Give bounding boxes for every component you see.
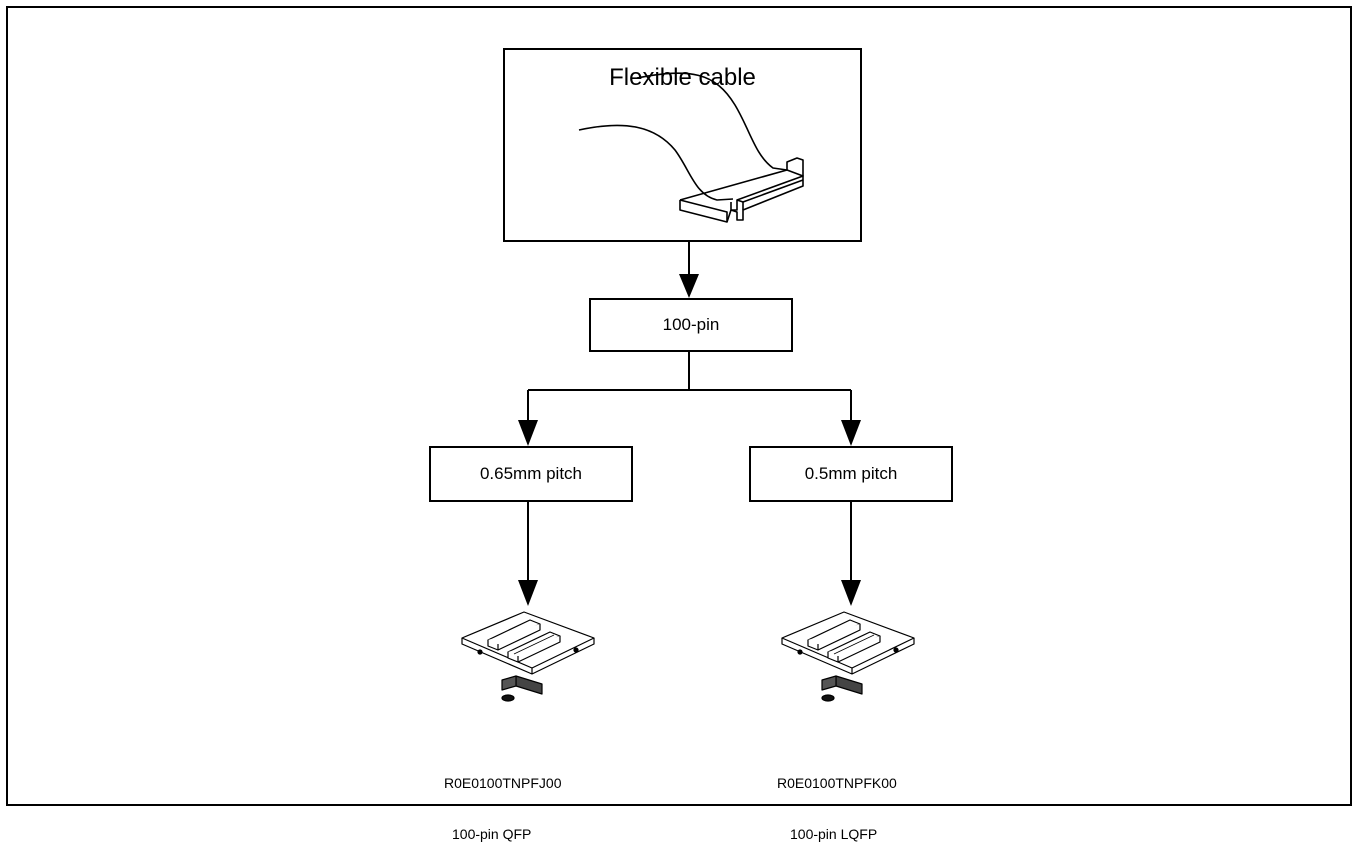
pitch-label-left: 0.65mm pitch [479,464,583,483]
pitch-box-left: 0.65mm pitch [429,446,633,502]
adapter-board-icon [781,611,915,702]
pitch-box-right: 0.5mm pitch [749,446,953,502]
flexible-cable-icon [578,72,804,223]
part-number-left: R0E0100TNPFJ00 [444,775,562,791]
package-right: 100-pin LQFP [790,826,878,842]
flexible-cable-box: Flexible cable [503,48,862,242]
flexible-cable-title: Flexible cable [609,64,756,91]
arrowhead-left-pitch [518,420,538,446]
pitch-label-right: 0.5mm pitch [804,464,898,483]
pin-count-label: 100-pin [662,315,720,334]
diagram-frame [6,6,1352,806]
part-number-right: R0E0100TNPFK00 [777,775,897,791]
arrowhead-left-board [518,580,538,606]
arrowhead-pin [679,274,699,298]
connector-lines [518,242,861,606]
board-label-right: R0E0100TNPFK00 100-pin LQFP [777,741,897,860]
arrowhead-right-pitch [841,420,861,446]
adapter-board-icon [461,611,595,702]
arrowhead-right-board [841,580,861,606]
package-left: 100-pin QFP [452,826,532,842]
board-label-left: R0E0100TNPFJ00 100-pin QFP [444,741,562,860]
pin-count-box: 100-pin [589,298,793,352]
